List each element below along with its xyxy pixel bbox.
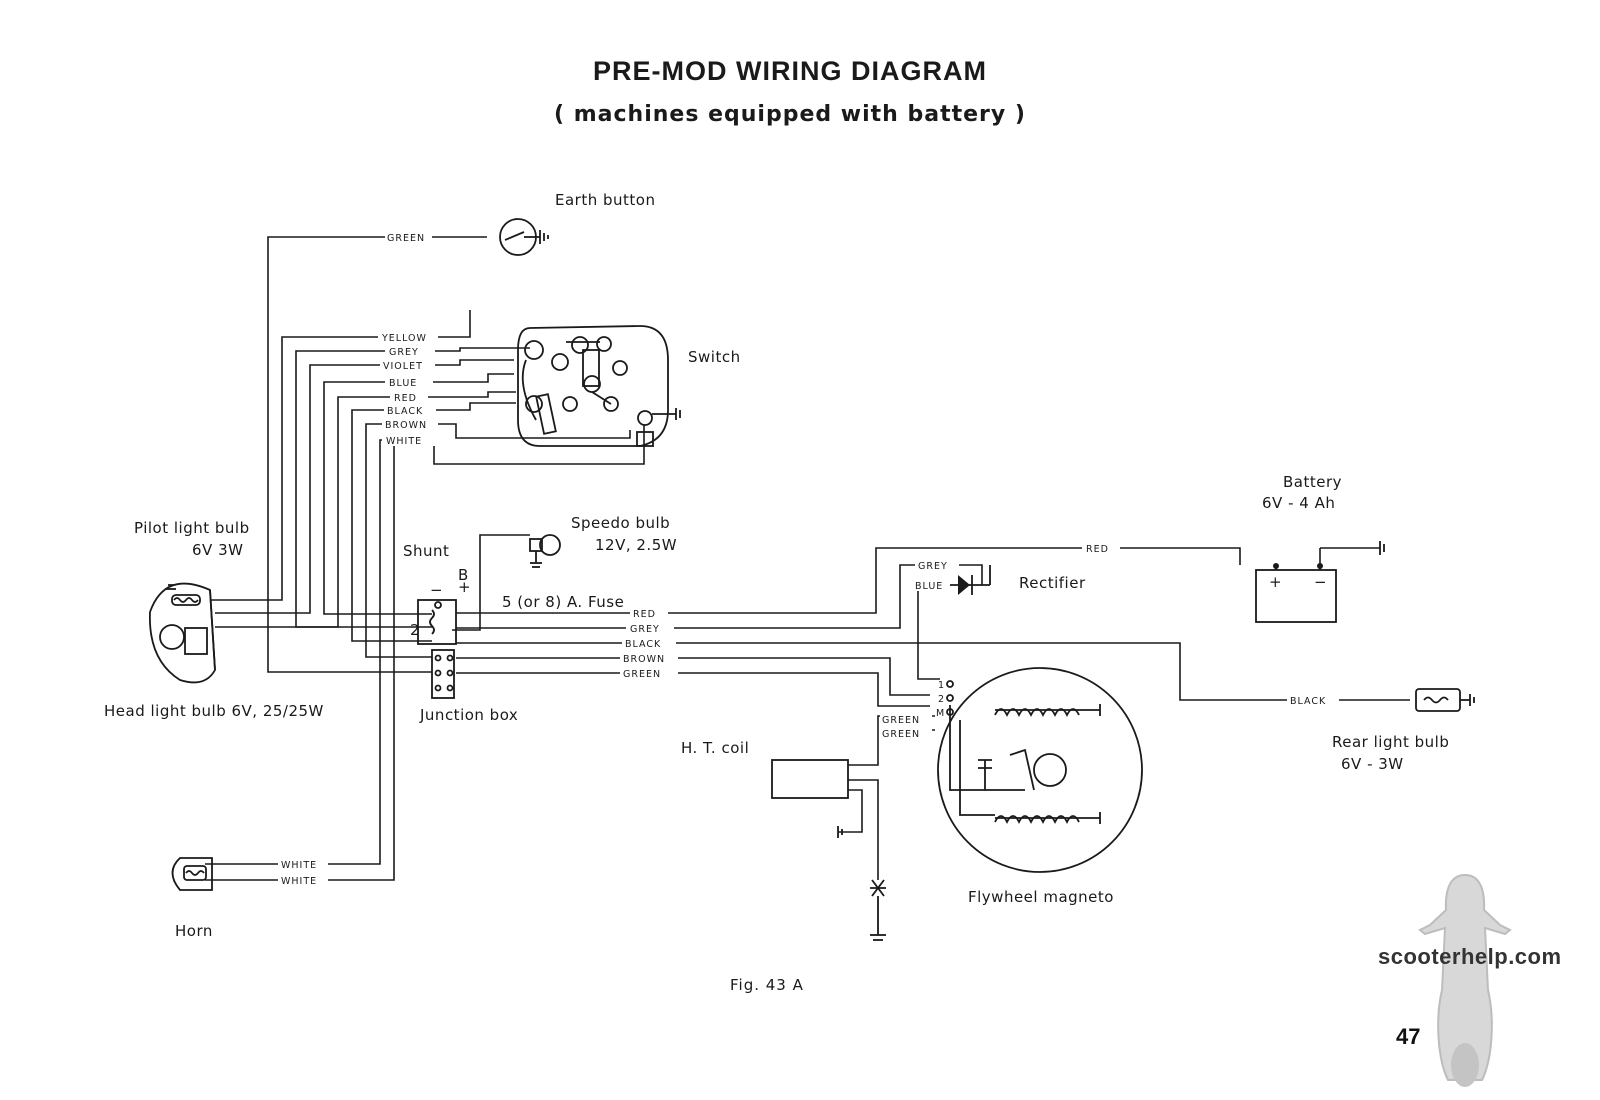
- label-ht-coil: H. T. coil: [681, 739, 749, 757]
- wire-label-rear-black: BLACK: [1290, 696, 1326, 707]
- wire-label-white: WHITE: [386, 436, 422, 447]
- label-earth-button: Earth button: [555, 191, 655, 209]
- wire-speedo: [452, 534, 530, 631]
- shunt-terminal-plus: +: [458, 578, 471, 596]
- wire-label-rectifier-blue: BLUE: [915, 581, 943, 592]
- speedo-bulb: [529, 534, 561, 568]
- shunt-terminal-2: 2: [410, 621, 420, 639]
- label-battery-rating: 6V - 4 Ah: [1262, 494, 1335, 512]
- wire-label-battery-red: RED: [1086, 544, 1109, 555]
- wire-grey-switch: [295, 347, 530, 628]
- magneto-terminal-2: 2: [938, 694, 945, 705]
- shunt-terminal-b: B: [458, 566, 469, 584]
- battery-terminal-plus: +: [1269, 573, 1282, 591]
- wire-yellow: [210, 310, 471, 601]
- wire-label-fuse-black: BLACK: [625, 639, 661, 650]
- wire-label-violet: VIOLET: [383, 361, 423, 372]
- wire-label-fuse-red: RED: [633, 609, 656, 620]
- wire-label-brown: BROWN: [385, 420, 427, 431]
- horn: [171, 857, 213, 891]
- wire-green-magneto: [456, 672, 930, 707]
- battery-terminal-minus: −: [1314, 573, 1327, 591]
- wire-battery-earth: [1319, 547, 1380, 565]
- wire-label-fuse-grey: GREY: [630, 624, 660, 635]
- watermark-site: scooterhelp.com: [1378, 944, 1562, 969]
- wire-label-rectifier-grey: GREY: [918, 561, 948, 572]
- wire-violet: [215, 359, 514, 614]
- wire-ht-lead: [848, 779, 879, 880]
- label-head-light: Head light bulb 6V, 25/25W: [104, 702, 324, 720]
- label-pilot-light-rating: 6V 3W: [192, 541, 243, 559]
- ht-coil: [771, 759, 886, 941]
- wire-label-fuse-brown: BROWN: [623, 654, 665, 665]
- label-rear-light-rating: 6V - 3W: [1341, 755, 1404, 773]
- wire-label-magneto-green-1: GREEN: [882, 715, 920, 726]
- magneto-terminal-m: M: [936, 708, 945, 719]
- page-title: PRE-MOD WIRING DIAGRAM: [593, 56, 987, 86]
- label-speedo-bulb-rating: 12V, 2.5W: [595, 536, 677, 554]
- label-rectifier: Rectifier: [1019, 574, 1086, 592]
- wire-label-yellow: YELLOW: [381, 333, 427, 344]
- wire-blue-rectifier: [917, 585, 940, 680]
- label-flywheel-magneto: Flywheel magneto: [968, 888, 1114, 906]
- wire-label-horn-white-2: WHITE: [281, 876, 317, 887]
- wire-labels: GREEN YELLOW GREY VIOLET BLUE RED BLACK …: [278, 230, 1339, 887]
- wire-label-black: BLACK: [387, 406, 423, 417]
- wire-label-grey: GREY: [389, 347, 419, 358]
- wire-brown-switch: [365, 423, 631, 658]
- wire-label-horn-white-1: WHITE: [281, 860, 317, 871]
- scooter-logo: [1418, 873, 1512, 1087]
- wire-label-red: RED: [394, 393, 417, 404]
- wire-label-earth-green: GREEN: [387, 233, 425, 244]
- wire-white-horn-2: [205, 440, 395, 881]
- page-number: 47: [1396, 1024, 1421, 1049]
- switch: [517, 325, 681, 447]
- wire-brown-magneto: [456, 657, 930, 696]
- label-shunt: Shunt: [403, 542, 449, 560]
- label-fuse: 5 (or 8) A. Fuse: [502, 593, 624, 611]
- head-light: [149, 582, 216, 684]
- label-battery: Battery: [1283, 473, 1342, 491]
- wire-coil-earth: [838, 789, 863, 833]
- junction-box: [417, 599, 457, 699]
- wire-red-battery: [456, 547, 1241, 614]
- wire-label-blue: BLUE: [389, 378, 417, 389]
- figure-caption: Fig. 43 A: [730, 976, 804, 994]
- battery: [1255, 541, 1385, 623]
- shunt-terminal-minus: −: [430, 581, 443, 599]
- flywheel-magneto: [937, 667, 1143, 873]
- label-junction-box: Junction box: [419, 706, 518, 724]
- earth-button: [499, 218, 549, 256]
- rectifier: [950, 565, 991, 595]
- wire-green-earth: [267, 236, 487, 673]
- wire-label-magneto-green-2: GREEN: [882, 729, 920, 740]
- label-pilot-light: Pilot light bulb: [134, 519, 250, 537]
- label-horn: Horn: [175, 922, 213, 940]
- magneto-terminal-1: 1: [938, 680, 945, 691]
- page-subtitle: ( machines equipped with battery ): [554, 102, 1026, 127]
- wire-black-rear: [456, 642, 1410, 701]
- wire-grey-rectifier: [456, 564, 983, 629]
- label-switch: Switch: [688, 348, 741, 366]
- rear-light: [1415, 688, 1475, 712]
- label-rear-light: Rear light bulb: [1332, 733, 1449, 751]
- label-speedo-bulb: Speedo bulb: [571, 514, 670, 532]
- wire-label-fuse-green: GREEN: [623, 669, 661, 680]
